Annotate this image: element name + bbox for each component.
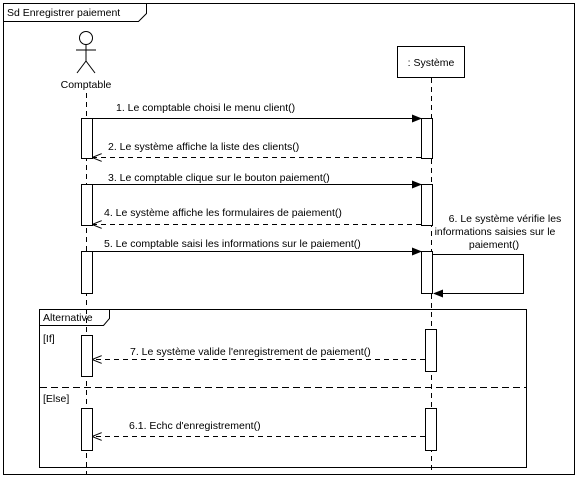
message-6-1-label: 6.1. Echc d'enregistrement() <box>129 420 261 432</box>
system-activation-3 <box>421 251 433 294</box>
actor-name: Comptable <box>61 79 112 91</box>
system-activation-if <box>425 329 437 372</box>
message-5-label: 5. Le comptable saisi les informations s… <box>104 238 361 250</box>
message-6-label-line-3: paiement() <box>469 239 519 251</box>
system-name: : Système <box>408 57 455 69</box>
actor-comptable: Comptable <box>61 31 112 91</box>
alt-operator-tab <box>39 309 110 326</box>
system-activation-1 <box>421 118 433 159</box>
alt-guard-else: [Else] <box>43 393 69 405</box>
alt-guard-if: [If] <box>43 333 55 345</box>
frame-title: Sd Enregistrer paiement <box>7 7 120 19</box>
actor-activation-if <box>81 335 93 377</box>
message-6-label-line-1: 6. Le système vérifie les <box>449 213 562 225</box>
actor-activation-1 <box>81 118 93 159</box>
message-2-label: 2. Le système affiche la liste des clien… <box>108 141 299 153</box>
alt-fragment <box>39 309 527 468</box>
system-box <box>397 46 465 78</box>
frame-title-tab <box>3 3 147 22</box>
message-6-self-arrow <box>432 254 524 298</box>
actor-activation-2 <box>81 184 93 226</box>
message-4-label: 4. Le système affiche les formulaires de… <box>104 207 342 219</box>
message-7-label: 7. Le système valide l'enregistrement de… <box>130 346 371 358</box>
alt-operator-label: Alternative <box>43 312 93 324</box>
system-activation-2 <box>421 184 433 226</box>
message-3-label: 3. Le comptable clique sur le bouton pai… <box>108 172 330 184</box>
system-activation-else <box>425 408 437 451</box>
message-6-label-line-2: informations saisies sur le <box>435 226 556 238</box>
message-1-label: 1. Le comptable choisi le menu client() <box>116 102 295 114</box>
lifeline-systeme: : Système <box>397 46 465 78</box>
actor-head-icon <box>79 31 93 45</box>
diagram-frame <box>3 3 575 475</box>
actor-activation-3 <box>81 251 93 294</box>
actor-activation-else <box>81 408 93 451</box>
